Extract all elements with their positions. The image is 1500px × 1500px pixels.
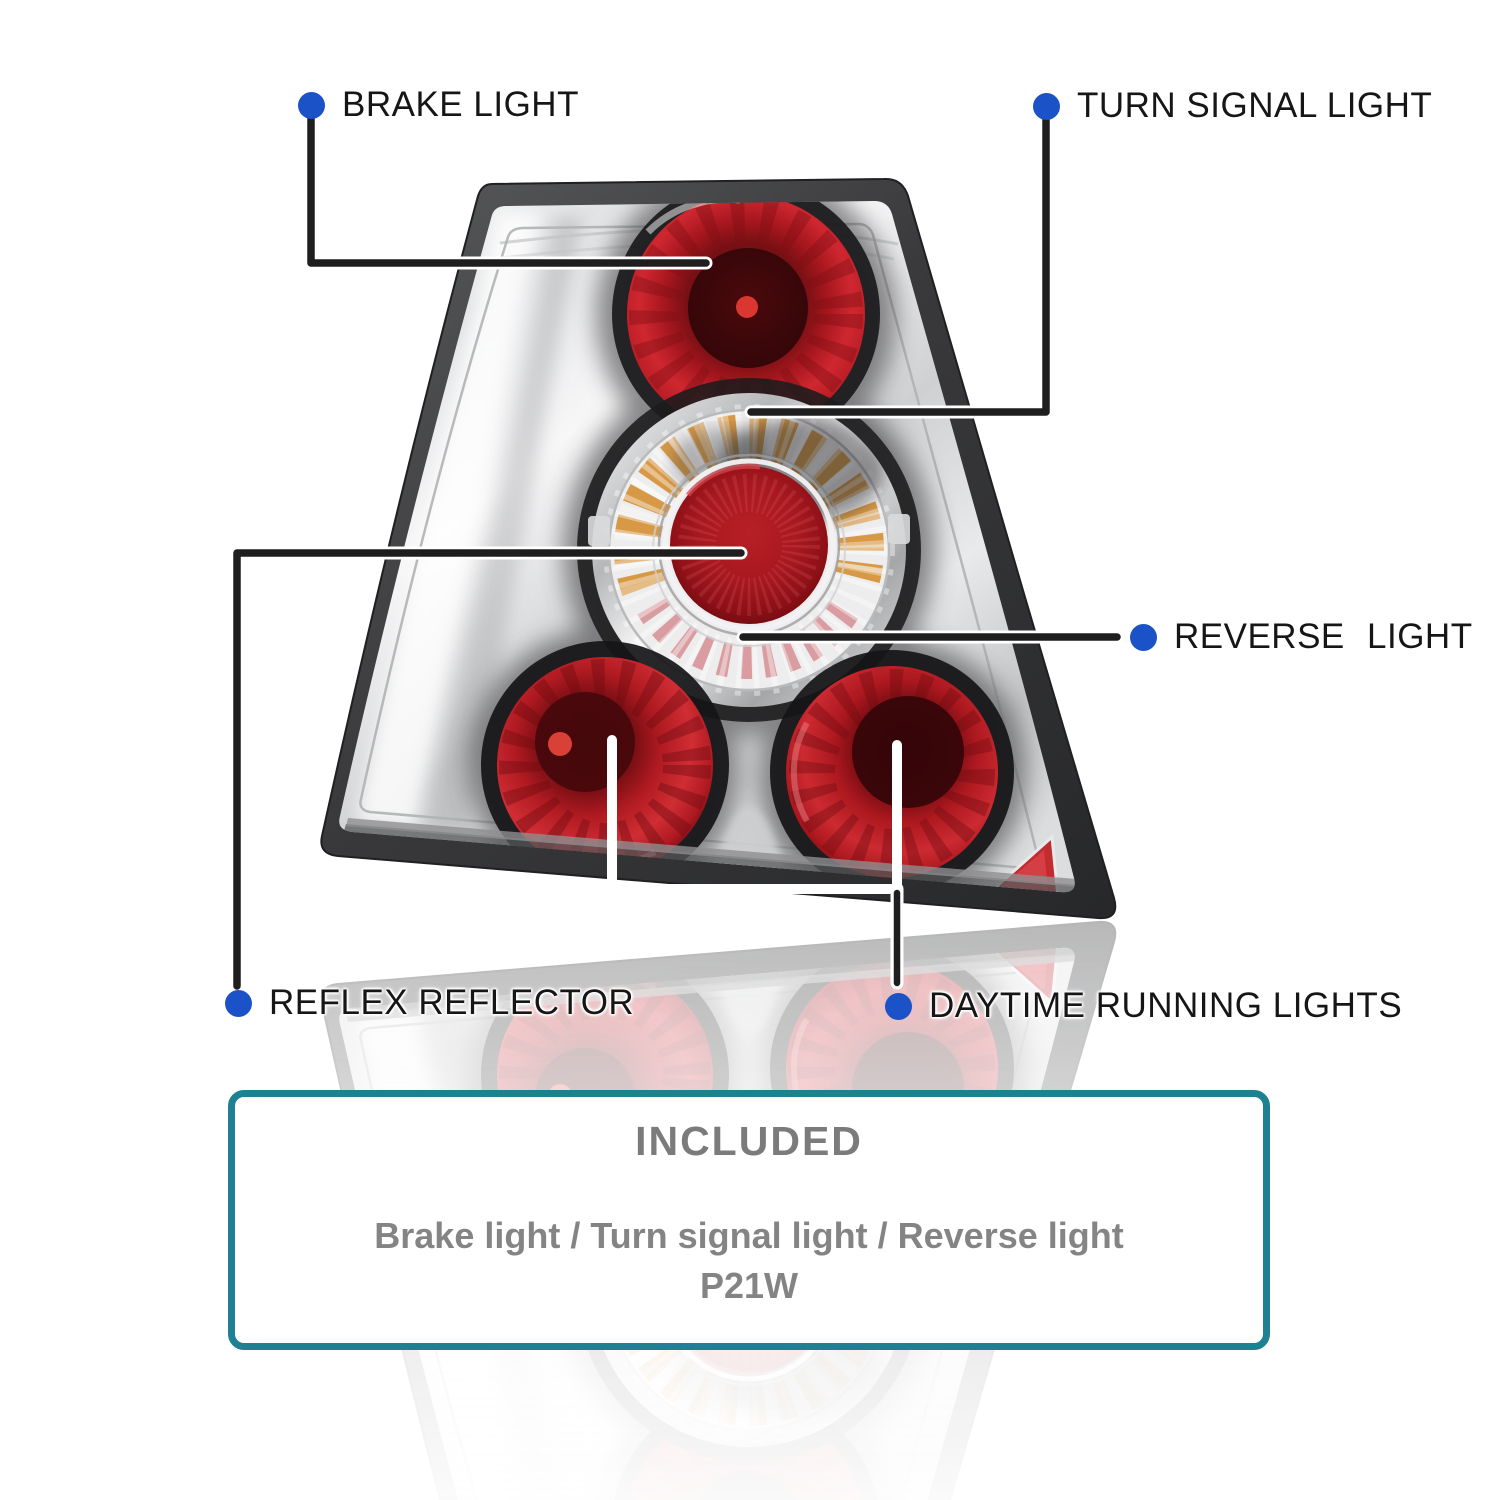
reverse-light-label: REVERSE LIGHT xyxy=(1174,617,1473,656)
tail-light-photo xyxy=(320,177,1117,920)
reflex-reflector-disc xyxy=(657,453,841,637)
brake-light-line xyxy=(307,114,710,267)
brake-light-label: BRAKE LIGHT xyxy=(342,85,579,124)
turn-signal-dot xyxy=(1033,92,1060,120)
turn-signal-callout: TURN SIGNAL LIGHT xyxy=(1033,86,1432,126)
reflex-reflector-line xyxy=(233,549,745,990)
callout-lines xyxy=(230,111,1124,993)
turn-signal-line xyxy=(747,115,1050,416)
brake-light-dot xyxy=(298,91,325,119)
reverse-light-dot xyxy=(1130,623,1157,651)
brake-light-callout: BRAKE LIGHT xyxy=(298,85,579,125)
reverse-light-callout: REVERSE LIGHT xyxy=(1130,617,1473,657)
reflex-reflector-dot xyxy=(225,989,252,1017)
daytime-running-lights-bracket xyxy=(607,735,902,894)
daytime-running-lights-callout: DAYTIME RUNNING LIGHTS xyxy=(885,986,1402,1026)
included-box: INCLUDED Brake light / Turn signal light… xyxy=(228,1090,1270,1350)
turn-signal-amber xyxy=(614,414,884,596)
daytime-running-lights-label: DAYTIME RUNNING LIGHTS xyxy=(929,986,1403,1025)
daytime-running-lights-dot xyxy=(885,992,912,1020)
turn-signal-label: TURN SIGNAL LIGHT xyxy=(1077,86,1433,125)
included-bulbs-line: Brake light / Turn signal light / Revers… xyxy=(374,1215,1124,1256)
reflex-reflector-callout: REFLEX REFLECTOR xyxy=(225,983,634,1023)
reflex-reflector-label: REFLEX REFLECTOR xyxy=(269,983,635,1022)
included-title: INCLUDED xyxy=(635,1118,863,1164)
daytime-running-lens-left xyxy=(481,641,729,889)
included-bulb-type: P21W xyxy=(699,1265,799,1306)
